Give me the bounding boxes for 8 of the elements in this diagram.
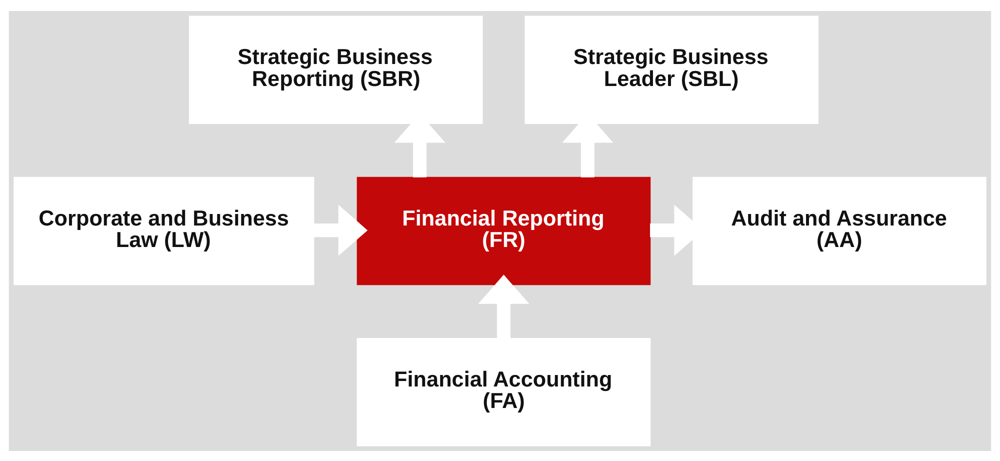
node-box: Corporate and Business Law (LW) <box>14 176 314 285</box>
arrow <box>478 274 530 338</box>
node-box: Strategic Business Reporting (SBR) <box>188 15 483 124</box>
arrow <box>314 204 368 256</box>
node-box: Financial Reporting (FR) <box>356 176 651 285</box>
node-box: Audit and Assurance (AA) <box>692 176 986 285</box>
node-box: Financial Accounting (FA) <box>356 337 651 446</box>
node-box: Strategic Business Leader (SBL) <box>524 15 818 124</box>
